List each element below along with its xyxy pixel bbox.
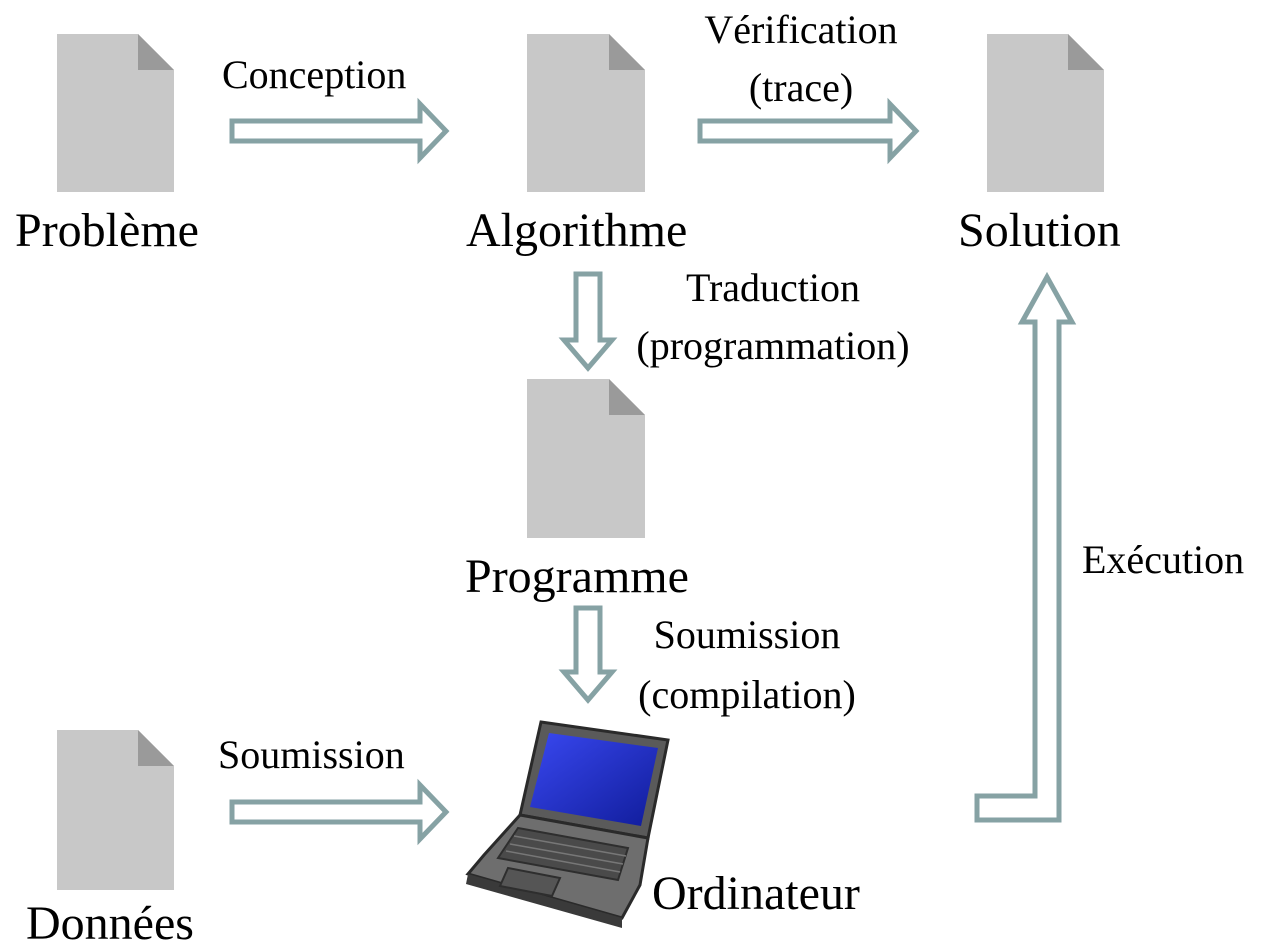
solution-label: Solution (958, 204, 1121, 257)
donnees-label: Données (26, 897, 194, 950)
algorithme-label: Algorithme (466, 204, 688, 257)
execution-label: Exécution (1082, 537, 1245, 582)
algorithme-document-icon (527, 34, 645, 192)
verification-label-line1: Vérification (704, 7, 898, 52)
donnees-document-icon (57, 730, 174, 890)
soumission-compilation-label-line2: (compilation) (638, 672, 856, 717)
soumission-compilation-arrow (558, 605, 618, 704)
conception-arrow (229, 97, 450, 165)
traduction-label-line1: Traduction (685, 265, 861, 310)
probleme-label: Problème (15, 204, 199, 257)
verification-arrow (697, 97, 920, 165)
programme-document-icon (527, 379, 645, 538)
solution-document-icon (987, 34, 1104, 192)
soumission-donnees-arrow (229, 778, 450, 846)
soumission-compilation-label-line1: Soumission (653, 612, 841, 657)
ordinateur-laptop-icon (465, 720, 670, 928)
ordinateur-label: Ordinateur (652, 867, 860, 920)
conception-label: Conception (222, 52, 407, 97)
verification-label-line2: (trace) (748, 65, 854, 110)
traduction-label-line2: (programmation) (636, 323, 910, 368)
traduction-arrow (558, 271, 618, 372)
execution-arrow (974, 271, 1077, 823)
programme-label: Programme (465, 550, 689, 603)
probleme-document-icon (57, 34, 174, 192)
soumission-donnees-label: Soumission (218, 732, 405, 777)
